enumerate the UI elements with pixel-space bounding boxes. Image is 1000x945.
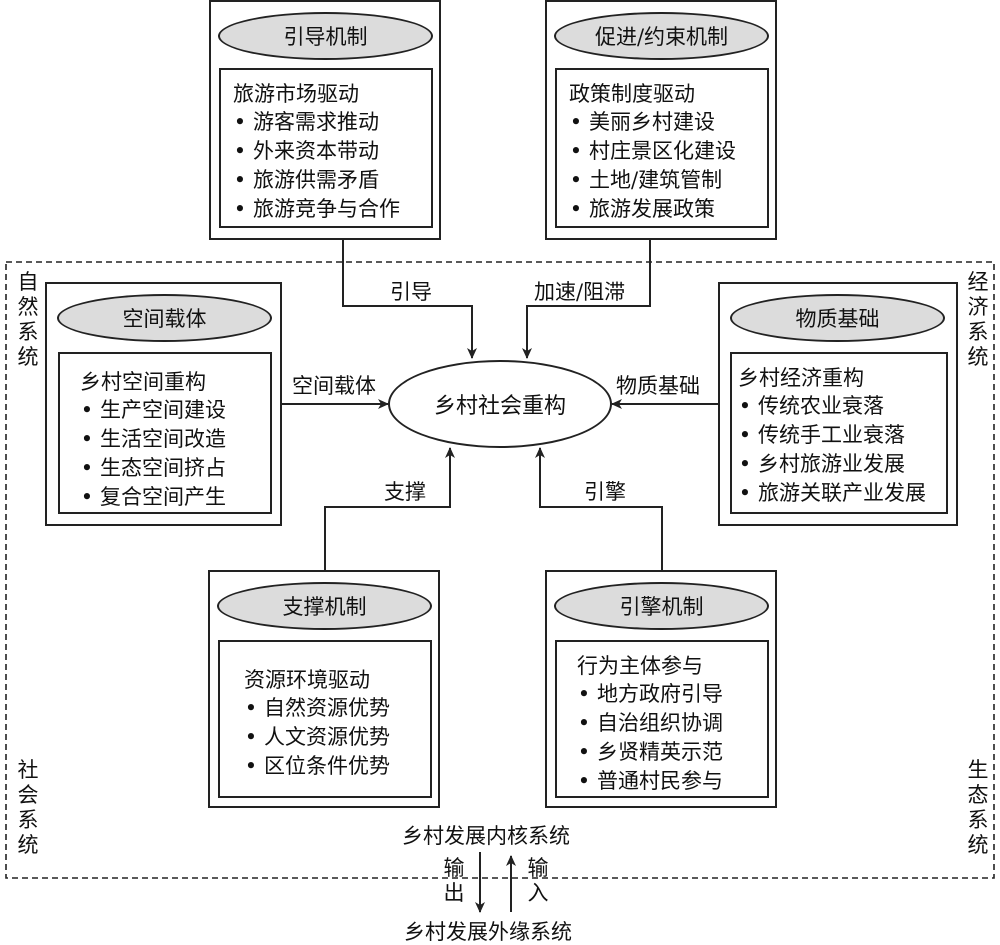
input-label: 输入 [527, 856, 549, 905]
list-item: 外来资本带动 [231, 137, 400, 166]
promote-subtitle: 政策制度驱动 [569, 82, 695, 106]
space-carrier-title: 空间载体 [57, 294, 272, 342]
guide-item-list: 游客需求推动 外来资本带动 旅游供需矛盾 旅游竞争与合作 [231, 108, 400, 224]
list-item: 旅游竞争与合作 [231, 195, 400, 224]
guide-arrow-label: 引导 [390, 280, 432, 304]
engine-subtitle: 行为主体参与 [577, 654, 703, 678]
list-item: 美丽乡村建设 [567, 108, 736, 137]
material-item-list: 传统农业衰落 传统手工业衰落 乡村旅游业发展 旅游关联产业发展 [736, 392, 926, 508]
engine-arrow-label: 引擎 [584, 480, 626, 504]
promote-mechanism-title: 促进/约束机制 [554, 12, 769, 60]
support-detail-panel: 资源环境驱动 自然资源优势 人文资源优势 区位条件优势 [218, 640, 432, 798]
engine-connector [535, 447, 663, 570]
core-system-label: 乡村发展内核系统 [402, 824, 570, 848]
guide-mechanism-title: 引导机制 [218, 12, 433, 60]
list-item: 乡贤精英示范 [575, 738, 723, 767]
material-base-title: 物质基础 [730, 294, 945, 342]
guide-mechanism-box: 引导机制 旅游市场驱动 游客需求推动 外来资本带动 旅游供需矛盾 旅游竞争与合作 [209, 0, 441, 240]
list-item: 土地/建筑管制 [567, 166, 736, 195]
list-item: 自然资源优势 [242, 694, 390, 723]
space-arrow-label: 空间载体 [292, 374, 376, 398]
support-arrow-label: 支撑 [384, 480, 426, 504]
list-item: 游客需求推动 [231, 108, 400, 137]
list-item: 人文资源优势 [242, 723, 390, 752]
list-item: 生活空间改造 [78, 425, 226, 454]
material-base-box: 物质基础 乡村经济重构 传统农业衰落 传统手工业衰落 乡村旅游业发展 旅游关联产… [718, 282, 958, 526]
space-detail-panel: 乡村空间重构 生产空间建设 生活空间改造 生态空间挤占 复合空间产生 [58, 352, 272, 514]
list-item: 乡村旅游业发展 [736, 450, 926, 479]
corner-label-economic-system: 经济系统 [967, 270, 989, 369]
engine-mechanism-title: 引擎机制 [554, 582, 769, 630]
outer-system-label: 乡村发展外缘系统 [404, 920, 572, 944]
space-item-list: 生产空间建设 生活空间改造 生态空间挤占 复合空间产生 [78, 396, 226, 512]
material-arrow-label: 物质基础 [616, 374, 700, 398]
center-node: 乡村社会重构 [388, 360, 612, 448]
space-subtitle: 乡村空间重构 [80, 370, 206, 394]
list-item: 复合空间产生 [78, 483, 226, 512]
promote-mechanism-box: 促进/约束机制 政策制度驱动 美丽乡村建设 村庄景区化建设 土地/建筑管制 旅游… [545, 0, 777, 240]
corner-label-social-system: 社会系统 [17, 758, 39, 857]
promote-arrow-label: 加速/阻滞 [534, 280, 626, 304]
support-mechanism-box: 支撑机制 资源环境驱动 自然资源优势 人文资源优势 区位条件优势 [208, 570, 440, 808]
material-detail-panel: 乡村经济重构 传统农业衰落 传统手工业衰落 乡村旅游业发展 旅游关联产业发展 [730, 352, 948, 514]
promote-connector [522, 240, 651, 359]
material-subtitle: 乡村经济重构 [738, 366, 864, 390]
list-item: 旅游发展政策 [567, 195, 736, 224]
guide-connector [342, 240, 477, 359]
list-item: 旅游供需矛盾 [231, 166, 400, 195]
list-item: 旅游关联产业发展 [736, 479, 926, 508]
list-item: 自治组织协调 [575, 709, 723, 738]
corner-label-natural-system: 自然系统 [17, 270, 39, 369]
corner-label-ecological-system: 生态系统 [967, 758, 989, 857]
output-label: 输出 [443, 856, 465, 905]
engine-item-list: 地方政府引导 自治组织协调 乡贤精英示范 普通村民参与 [575, 680, 723, 796]
list-item: 区位条件优势 [242, 752, 390, 781]
promote-detail-panel: 政策制度驱动 美丽乡村建设 村庄景区化建设 土地/建筑管制 旅游发展政策 [555, 68, 769, 228]
guide-detail-panel: 旅游市场驱动 游客需求推动 外来资本带动 旅游供需矛盾 旅游竞争与合作 [219, 68, 433, 228]
list-item: 地方政府引导 [575, 680, 723, 709]
space-carrier-box: 空间载体 乡村空间重构 生产空间建设 生活空间改造 生态空间挤占 复合空间产生 [45, 282, 282, 526]
support-mechanism-title: 支撑机制 [217, 582, 432, 630]
list-item: 生态空间挤占 [78, 454, 226, 483]
list-item: 村庄景区化建设 [567, 137, 736, 166]
guide-subtitle: 旅游市场驱动 [233, 82, 359, 106]
list-item: 传统手工业衰落 [736, 421, 926, 450]
support-subtitle: 资源环境驱动 [244, 668, 370, 692]
system-boundary [5, 261, 995, 879]
list-item: 生产空间建设 [78, 396, 226, 425]
support-connector [324, 447, 455, 570]
support-item-list: 自然资源优势 人文资源优势 区位条件优势 [242, 694, 390, 781]
promote-item-list: 美丽乡村建设 村庄景区化建设 土地/建筑管制 旅游发展政策 [567, 108, 736, 224]
engine-detail-panel: 行为主体参与 地方政府引导 自治组织协调 乡贤精英示范 普通村民参与 [555, 640, 769, 798]
list-item: 普通村民参与 [575, 767, 723, 796]
list-item: 传统农业衰落 [736, 392, 926, 421]
engine-mechanism-box: 引擎机制 行为主体参与 地方政府引导 自治组织协调 乡贤精英示范 普通村民参与 [545, 570, 777, 808]
